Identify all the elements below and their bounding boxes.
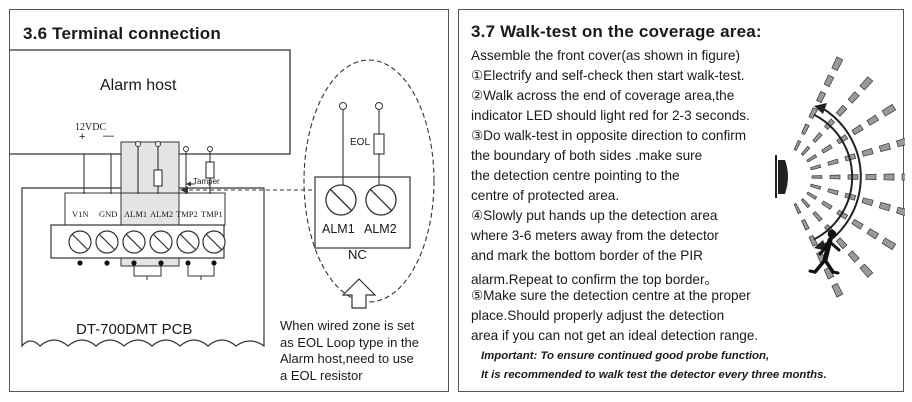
eol-zoom-ellipse xyxy=(303,59,435,303)
coverage-beam-segment xyxy=(806,191,818,200)
coverage-beam-segment xyxy=(808,107,818,120)
alm1-label: ALM1 xyxy=(322,222,355,236)
eol-label: EOL xyxy=(350,137,371,148)
important-note: Important: To ensure continued good prob… xyxy=(481,350,770,362)
coverage-beam-segment xyxy=(811,175,823,179)
section-title-walktest: 3.7 Walk-test on the coverage area: xyxy=(471,22,762,41)
coverage-beam-segment xyxy=(793,203,802,215)
instruction-line: ③Do walk-test in opposite direction to c… xyxy=(471,128,747,143)
coverage-beam-segment xyxy=(859,263,874,278)
instruction-line: and mark the bottom border of the PIR xyxy=(471,248,703,263)
coverage-beam-segment xyxy=(866,228,880,240)
alarm-host-label: Alarm host xyxy=(100,77,177,94)
alm2-label: ALM2 xyxy=(364,222,397,236)
eol-note: When wired zone is set as EOL Loop type … xyxy=(280,318,420,383)
coverage-diagram xyxy=(775,56,905,298)
pcb-outline xyxy=(21,187,265,348)
coverage-beam-segment xyxy=(866,114,880,126)
coverage-beam-segment xyxy=(831,56,844,71)
instruction-line: alarm.Repeat to confirm the top border。 xyxy=(471,272,719,287)
pin-label: TMP1 xyxy=(201,209,223,219)
coverage-beam-segment xyxy=(829,174,841,180)
coverage-beam-segment xyxy=(823,74,835,88)
coverage-beam-segment xyxy=(881,103,897,117)
coverage-beam-segment xyxy=(793,139,802,151)
alm-terminal-box xyxy=(314,176,411,249)
instruction-line: where 3-6 meters away from the detector xyxy=(471,228,719,243)
plus-sign: + xyxy=(79,131,86,143)
coverage-beam-segment xyxy=(800,145,811,156)
instruction-line: Assemble the front cover(as shown in fig… xyxy=(471,48,740,63)
coverage-beam-segment xyxy=(878,201,891,212)
coverage-beam-segment xyxy=(831,283,844,298)
sweep-arrow-outer xyxy=(821,107,862,247)
instruction-line: indicator LED should light red for 2-3 s… xyxy=(471,108,750,123)
coverage-beam-segment xyxy=(883,173,895,181)
detector-icon xyxy=(778,160,788,194)
tamper-label: Tamper xyxy=(193,177,220,186)
coverage-beam-segment xyxy=(881,237,897,251)
screw-terminals xyxy=(68,230,226,254)
instruction-line: centre of protected area. xyxy=(471,188,620,203)
coverage-beam-segment xyxy=(861,197,874,207)
coverage-beam-segment xyxy=(801,123,810,136)
pin-label: TMP2 xyxy=(176,209,198,219)
alarm-host-box xyxy=(10,49,291,155)
voltage-label: 12VDC xyxy=(75,122,107,133)
coverage-beam-segment xyxy=(812,211,823,222)
minus-sign: — xyxy=(103,130,114,142)
coverage-beam-segment xyxy=(800,198,811,209)
coverage-beam-segment xyxy=(901,173,905,181)
coverage-beam-segment xyxy=(851,124,864,136)
instruction-line: area if you can not get an ideal detecti… xyxy=(471,328,759,343)
instruction-line: ②Walk across the end of coverage area,th… xyxy=(471,88,735,103)
pin-label: ALM2 xyxy=(150,209,174,219)
coverage-beam-segment xyxy=(861,147,874,157)
pin-label: V1N xyxy=(72,209,89,219)
coverage-beam-segment xyxy=(865,173,877,181)
coverage-beam-segment xyxy=(806,154,818,163)
walk-test-panel: 3.7 Walk-test on the coverage area: Asse… xyxy=(458,9,905,392)
coverage-beam-segment xyxy=(878,142,891,153)
coverage-beam-segment xyxy=(801,218,810,231)
coverage-beam-segment xyxy=(896,206,905,217)
coverage-beam-segment xyxy=(821,144,833,154)
instruction-line: ⑤Make sure the detection centre at the p… xyxy=(471,288,751,303)
coverage-beam-segment xyxy=(896,137,905,148)
nc-label: NC xyxy=(348,247,367,262)
instruction-line: ④Slowly put hands up the detection area xyxy=(471,208,718,223)
coverage-beam-segment xyxy=(812,132,823,143)
instruction-line: ①Electrify and self-check then start wal… xyxy=(471,68,745,83)
instruction-line: the boundary of both sides .make sure xyxy=(471,148,703,163)
coverage-beam-segment xyxy=(808,234,818,247)
coverage-beam-segment xyxy=(835,104,848,117)
coverage-beam-segment xyxy=(859,76,874,91)
coverage-beam-segment xyxy=(827,158,839,166)
pin-label: GND xyxy=(99,209,118,219)
walking-person-icon xyxy=(808,229,841,275)
wiring-diagram xyxy=(10,49,435,348)
sweep-arrow-inner xyxy=(813,113,854,241)
instruction-line: the detection centre pointing to the xyxy=(471,168,680,183)
coverage-beam-segment xyxy=(851,218,864,230)
pcb-label: DT-700DMT PCB xyxy=(76,321,193,338)
up-arrow-icon xyxy=(341,278,377,309)
coverage-beam-segment xyxy=(810,183,822,190)
coverage-beam-segment xyxy=(816,90,827,104)
terminal-connection-panel: 3.6 Terminal connection xyxy=(9,9,449,392)
pin-label: ALM1 xyxy=(124,209,148,219)
coverage-beam-segment xyxy=(810,164,822,171)
coverage-beam-segment xyxy=(835,237,848,250)
coverage-beam-segment xyxy=(821,200,833,210)
coverage-beam-segment xyxy=(827,188,839,196)
coverage-beam-segment xyxy=(847,250,860,263)
coverage-beam-segment xyxy=(847,91,860,104)
important-note: It is recommended to walk test the detec… xyxy=(481,369,827,381)
instruction-line: place.Should properly adjust the detecti… xyxy=(471,308,725,323)
section-title-terminal: 3.6 Terminal connection xyxy=(23,24,221,43)
coverage-fan xyxy=(793,56,905,298)
